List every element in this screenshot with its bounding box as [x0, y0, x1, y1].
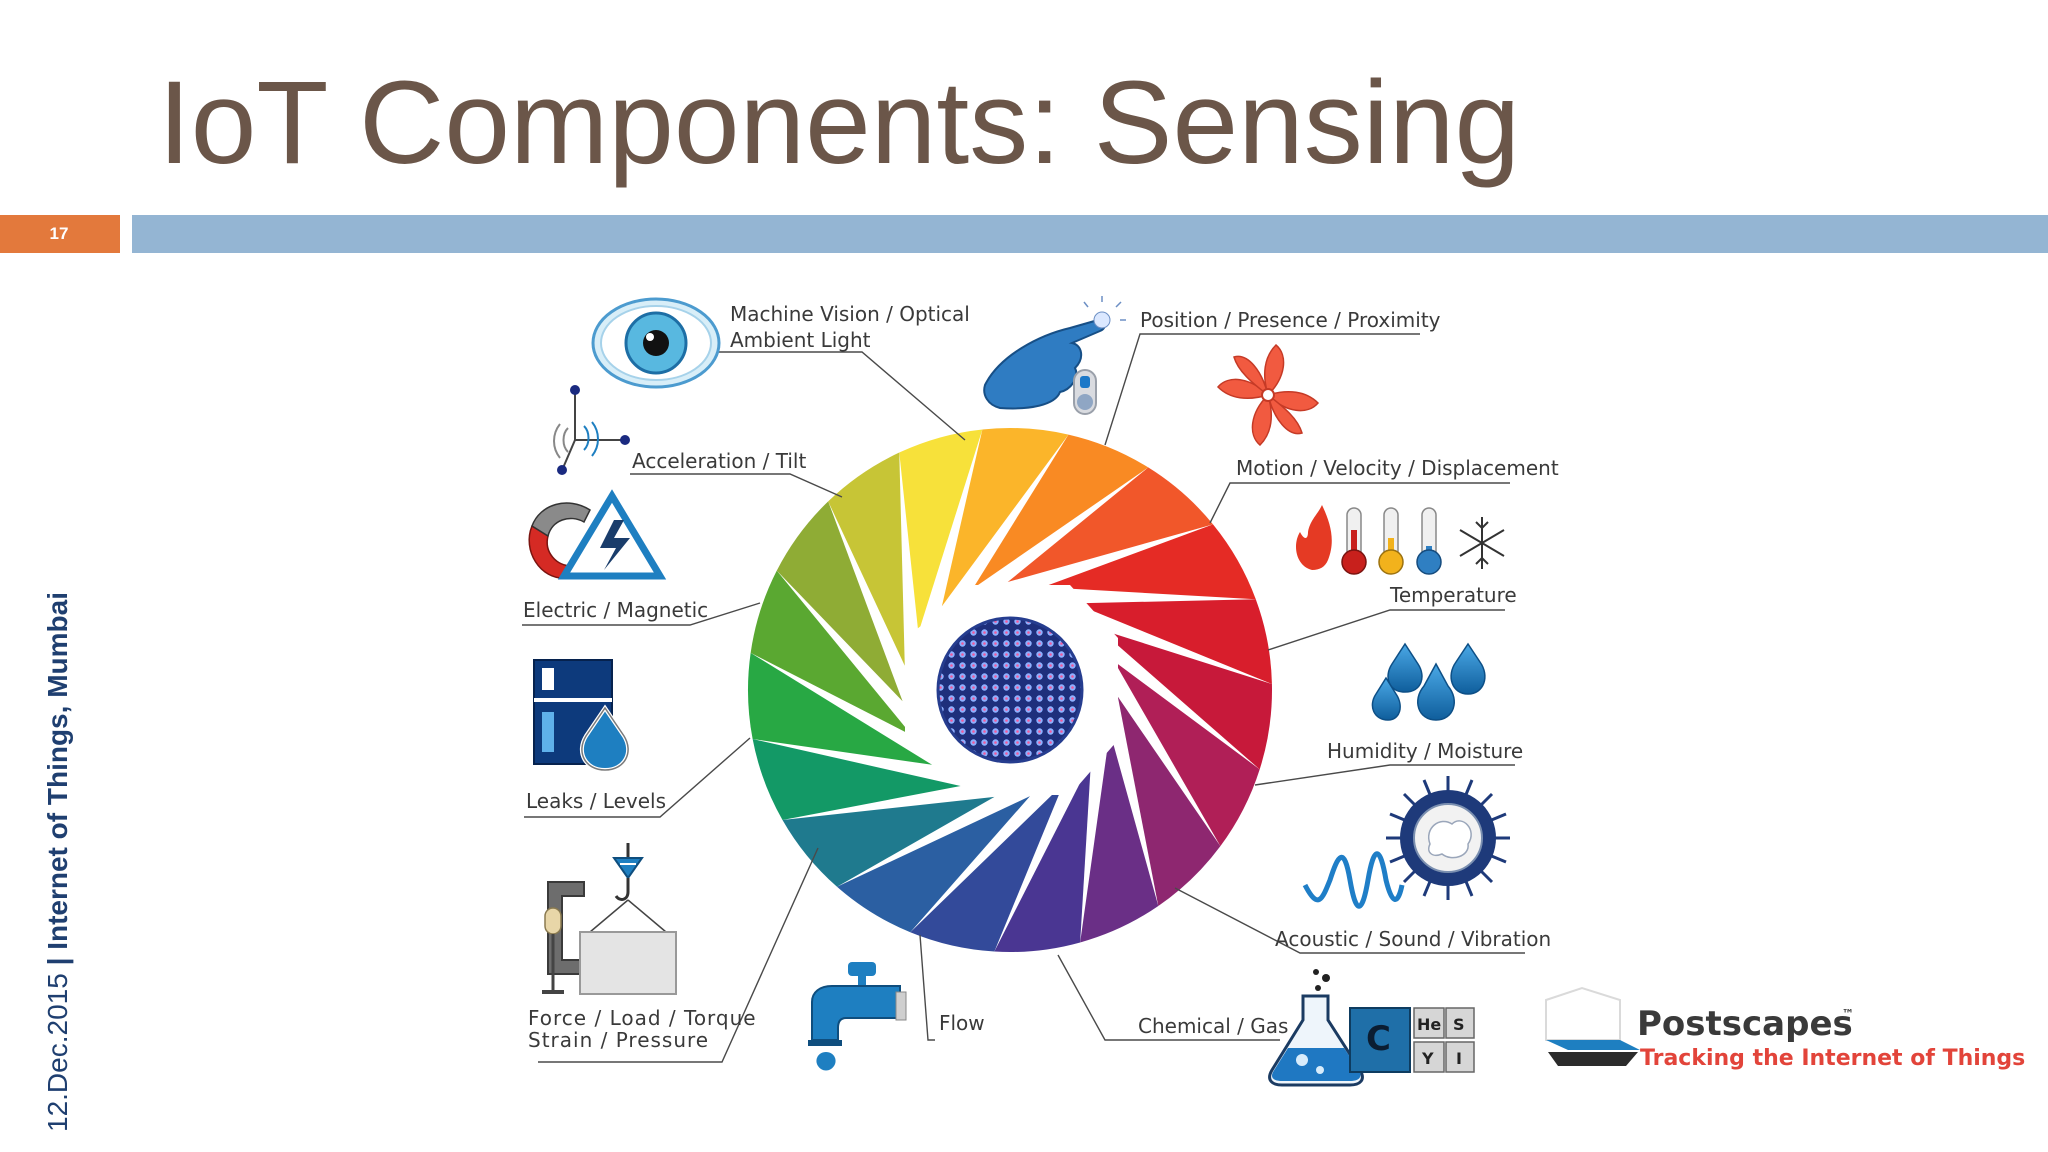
label-force: Force / Load / Torque	[528, 1006, 757, 1030]
wheel-segment	[1099, 629, 1272, 770]
flame-icon	[1296, 505, 1332, 570]
wheel-segment	[899, 429, 983, 633]
clamp-icon	[542, 881, 585, 994]
thermometer-icon	[1341, 507, 1442, 575]
wheel-segment	[1007, 467, 1214, 583]
magnet-icon	[528, 502, 591, 579]
label-humidity: Humidity / Moisture	[1327, 739, 1523, 763]
tile-iodine: I	[1456, 1049, 1462, 1068]
wheel-segment	[750, 570, 913, 736]
wheel-segment	[941, 428, 1069, 607]
wheel-segment	[752, 739, 961, 820]
page-number: 17	[0, 215, 120, 253]
label-motion: Motion / Velocity / Displacement	[1236, 456, 1559, 480]
label-temperature: Temperature	[1389, 583, 1517, 607]
label-position: Position / Presence / Proximity	[1140, 308, 1441, 332]
tile-helium: He	[1417, 1015, 1441, 1034]
wheel-segment	[1042, 524, 1256, 600]
slide-title: IoT Components: Sensing	[158, 57, 1521, 189]
tile-yttrium: Y	[1421, 1049, 1434, 1068]
label-acceleration: Acceleration / Tilt	[632, 449, 806, 473]
color-wheel	[747, 428, 1272, 952]
brand-trademark: ™	[1842, 1007, 1854, 1021]
wheel-segment	[776, 501, 903, 702]
fan-icon	[1216, 343, 1320, 447]
label-chemical: Chemical / Gas	[1138, 1014, 1288, 1038]
label-flow: Flow	[939, 1011, 985, 1035]
postscapes-logo: Postscapes ™ Tracking the Internet of Th…	[1545, 986, 2025, 1071]
eye-icon	[591, 297, 721, 389]
snowflake-icon	[1459, 517, 1505, 569]
label-strain: Strain / Pressure	[528, 1028, 709, 1052]
high-voltage-icon	[557, 489, 667, 580]
tank-level-icon	[533, 659, 631, 773]
label-leaks: Leaks / Levels	[526, 789, 666, 813]
wheel-segment	[837, 796, 1031, 933]
pointing-hand-icon	[983, 296, 1126, 415]
header-bar	[132, 215, 2048, 253]
wheel-segment	[910, 783, 1064, 952]
wheel-segment	[1114, 661, 1260, 847]
wheel-segment	[1074, 599, 1272, 684]
crane-hook-icon	[579, 843, 677, 995]
label-ambient-light: Ambient Light	[730, 328, 871, 352]
sound-wave-icon	[1302, 776, 1510, 909]
label-acoustic: Acoustic / Sound / Vibration	[1275, 927, 1551, 951]
wheel-segment	[782, 796, 995, 887]
label-machine-vision: Machine Vision / Optical	[730, 302, 970, 326]
water-drops-icon	[1371, 642, 1486, 721]
accelerometer-axes-icon	[553, 385, 630, 475]
periodic-table-icon: C He S Y I	[1349, 1007, 1475, 1073]
sensor-chip-icon	[936, 616, 1084, 764]
leader-lines	[522, 333, 1525, 1063]
wheel-segment	[747, 652, 933, 765]
wheel-segment	[972, 434, 1149, 589]
tile-carbon: C	[1366, 1019, 1391, 1059]
wheel-segment	[994, 761, 1091, 952]
brand-name: Postscapes	[1637, 1004, 1853, 1044]
brand-tagline: Tracking the Internet of Things	[1640, 1046, 2025, 1071]
wheel-segment	[828, 452, 905, 666]
wheel-segment	[1117, 696, 1221, 906]
tile-sulfur: S	[1453, 1015, 1465, 1034]
faucet-icon	[808, 962, 907, 1071]
wheel-segment	[1080, 731, 1159, 943]
label-electric: Electric / Magnetic	[523, 598, 708, 622]
